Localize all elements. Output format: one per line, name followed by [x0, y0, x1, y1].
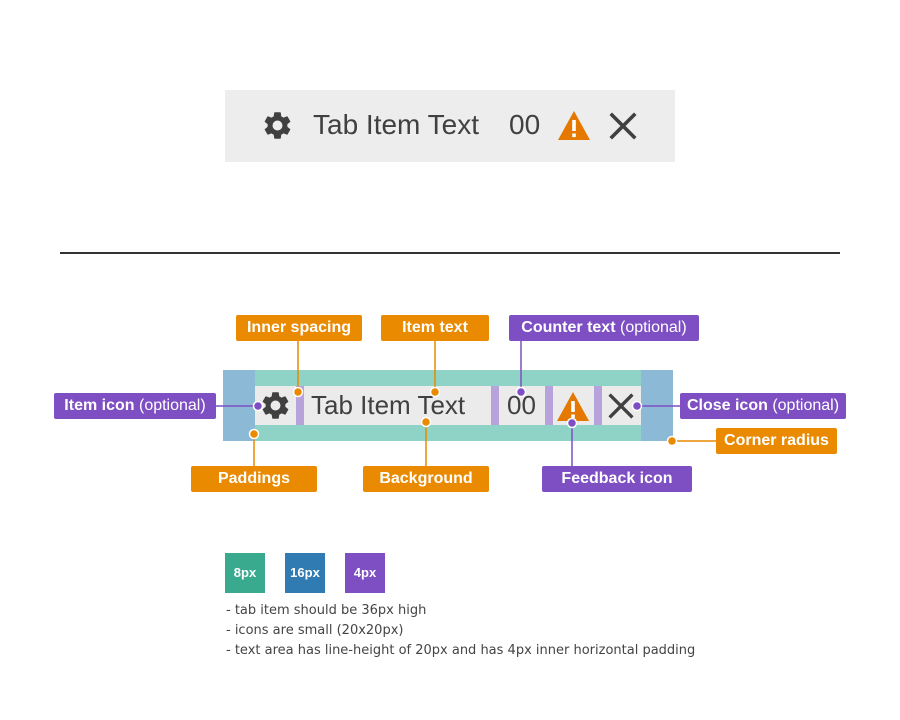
tab-item-example[interactable]: Tab Item Text 00: [225, 90, 675, 162]
label-item-icon: Item icon (optional): [54, 393, 216, 419]
label-close-icon: Close icon (optional): [680, 393, 846, 419]
warning-icon: [557, 392, 589, 421]
diagram-item-text: Tab Item Text: [311, 390, 466, 420]
label-feedback-icon: Feedback icon: [542, 466, 692, 492]
gear-icon: [262, 392, 289, 419]
note-item: - text area has line-height of 20px and …: [226, 643, 696, 658]
label-counter-text: Counter text (optional): [509, 315, 699, 341]
gear-icon: [264, 112, 291, 139]
label-paddings: Paddings: [191, 466, 317, 492]
label-inner-spacing: Inner spacing: [236, 315, 362, 341]
inner-spacing-3: [545, 386, 553, 425]
swatch-4px: 4px: [345, 553, 385, 593]
label-item-text: Item text: [381, 315, 489, 341]
swatch-8px: 8px: [225, 553, 265, 593]
tab-counter: 00: [509, 109, 541, 140]
swatch-16px: 16px: [285, 553, 325, 593]
close-icon: [608, 393, 634, 419]
tab-item-text: Tab Item Text: [313, 109, 480, 140]
inner-spacing-2: [491, 386, 499, 425]
note-item: - tab item should be 36px high: [226, 603, 427, 618]
inner-spacing-1: [296, 386, 304, 425]
note-item: - icons are small (20x20px): [226, 623, 404, 638]
close-icon[interactable]: [609, 112, 637, 140]
label-corner-radius: Corner radius: [716, 428, 837, 454]
section-divider: [60, 252, 840, 254]
warning-icon: [558, 111, 590, 140]
label-background: Background: [363, 466, 489, 492]
inner-spacing-4: [594, 386, 602, 425]
